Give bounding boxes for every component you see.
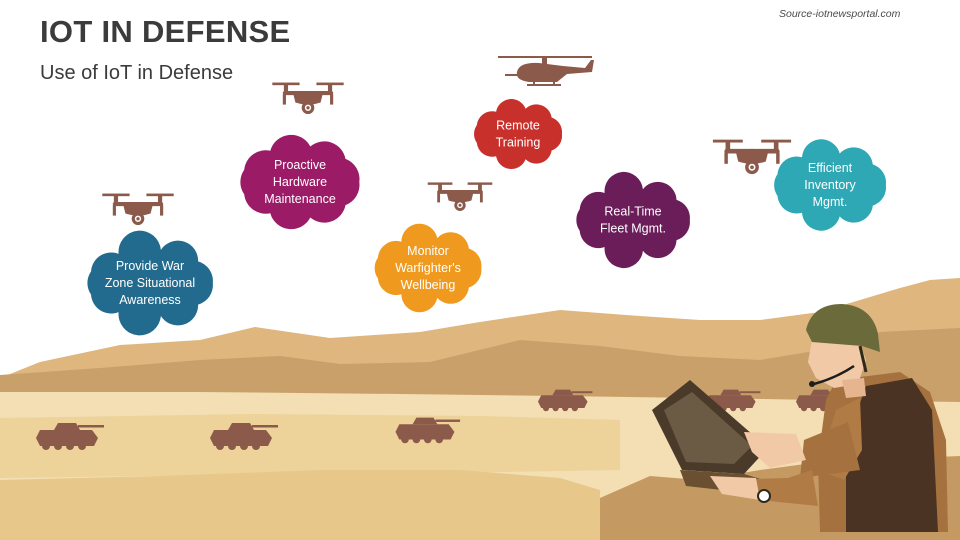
soldier-helmet [806, 304, 880, 352]
source-credit: Source-iotnewsportal.com [779, 8, 901, 20]
cloud-label-line: Mgmt. [813, 195, 848, 209]
page-subtitle: Use of IoT in Defense [40, 62, 234, 84]
drone-icon [272, 82, 344, 115]
cloud-label-line: Hardware [273, 175, 327, 189]
cloud-shape [474, 99, 563, 169]
headset-mic [813, 364, 855, 386]
cloud-label-line: Training [496, 136, 541, 150]
laptop-screen-inner [664, 392, 752, 464]
cloud-shape [576, 171, 690, 269]
soldier-neck [842, 378, 866, 398]
sand-band [0, 414, 620, 478]
soldier-vest [846, 378, 938, 532]
cloud-label-line: Warfighter's [395, 261, 461, 275]
soldier-arm [800, 422, 860, 478]
soldier-head [808, 338, 866, 388]
cloud-shape [87, 230, 213, 336]
page-title: IOT IN DEFENSE [40, 14, 291, 49]
cloud-label-line: Wellbeing [401, 278, 456, 292]
cloud-label-line: Monitor [407, 244, 449, 258]
cloud-label-line: Zone Situational [105, 276, 195, 290]
cloud-label-line: Real-Time [604, 205, 661, 219]
soldier-with-laptop-illustration [652, 304, 948, 532]
helicopter-icon [498, 56, 594, 86]
helmet-strap [858, 345, 868, 373]
cloud-label-line: Provide War [116, 259, 184, 273]
cloud-shape [774, 139, 887, 231]
cloud-label-line: Maintenance [264, 192, 336, 206]
cloud-shape [374, 223, 482, 313]
cloud-shape [240, 134, 360, 230]
drone-icon [102, 193, 174, 226]
drone-icon [427, 182, 493, 211]
cloud-label-line: Efficient [808, 161, 853, 175]
soldier-lower-arm [720, 470, 818, 506]
wristwatch-icon [757, 489, 771, 503]
cloud-label-line: Inventory [804, 178, 856, 192]
soldier-hand [744, 432, 806, 468]
cloud-label-line: Fleet Mgmt. [600, 222, 666, 236]
cloud-label-line: Awareness [119, 293, 181, 307]
foreground-ridge [0, 470, 600, 540]
soldier-lower-hand [710, 476, 760, 500]
cloud-label-line: Proactive [274, 158, 326, 172]
cloud-label-line: Remote [496, 119, 540, 133]
